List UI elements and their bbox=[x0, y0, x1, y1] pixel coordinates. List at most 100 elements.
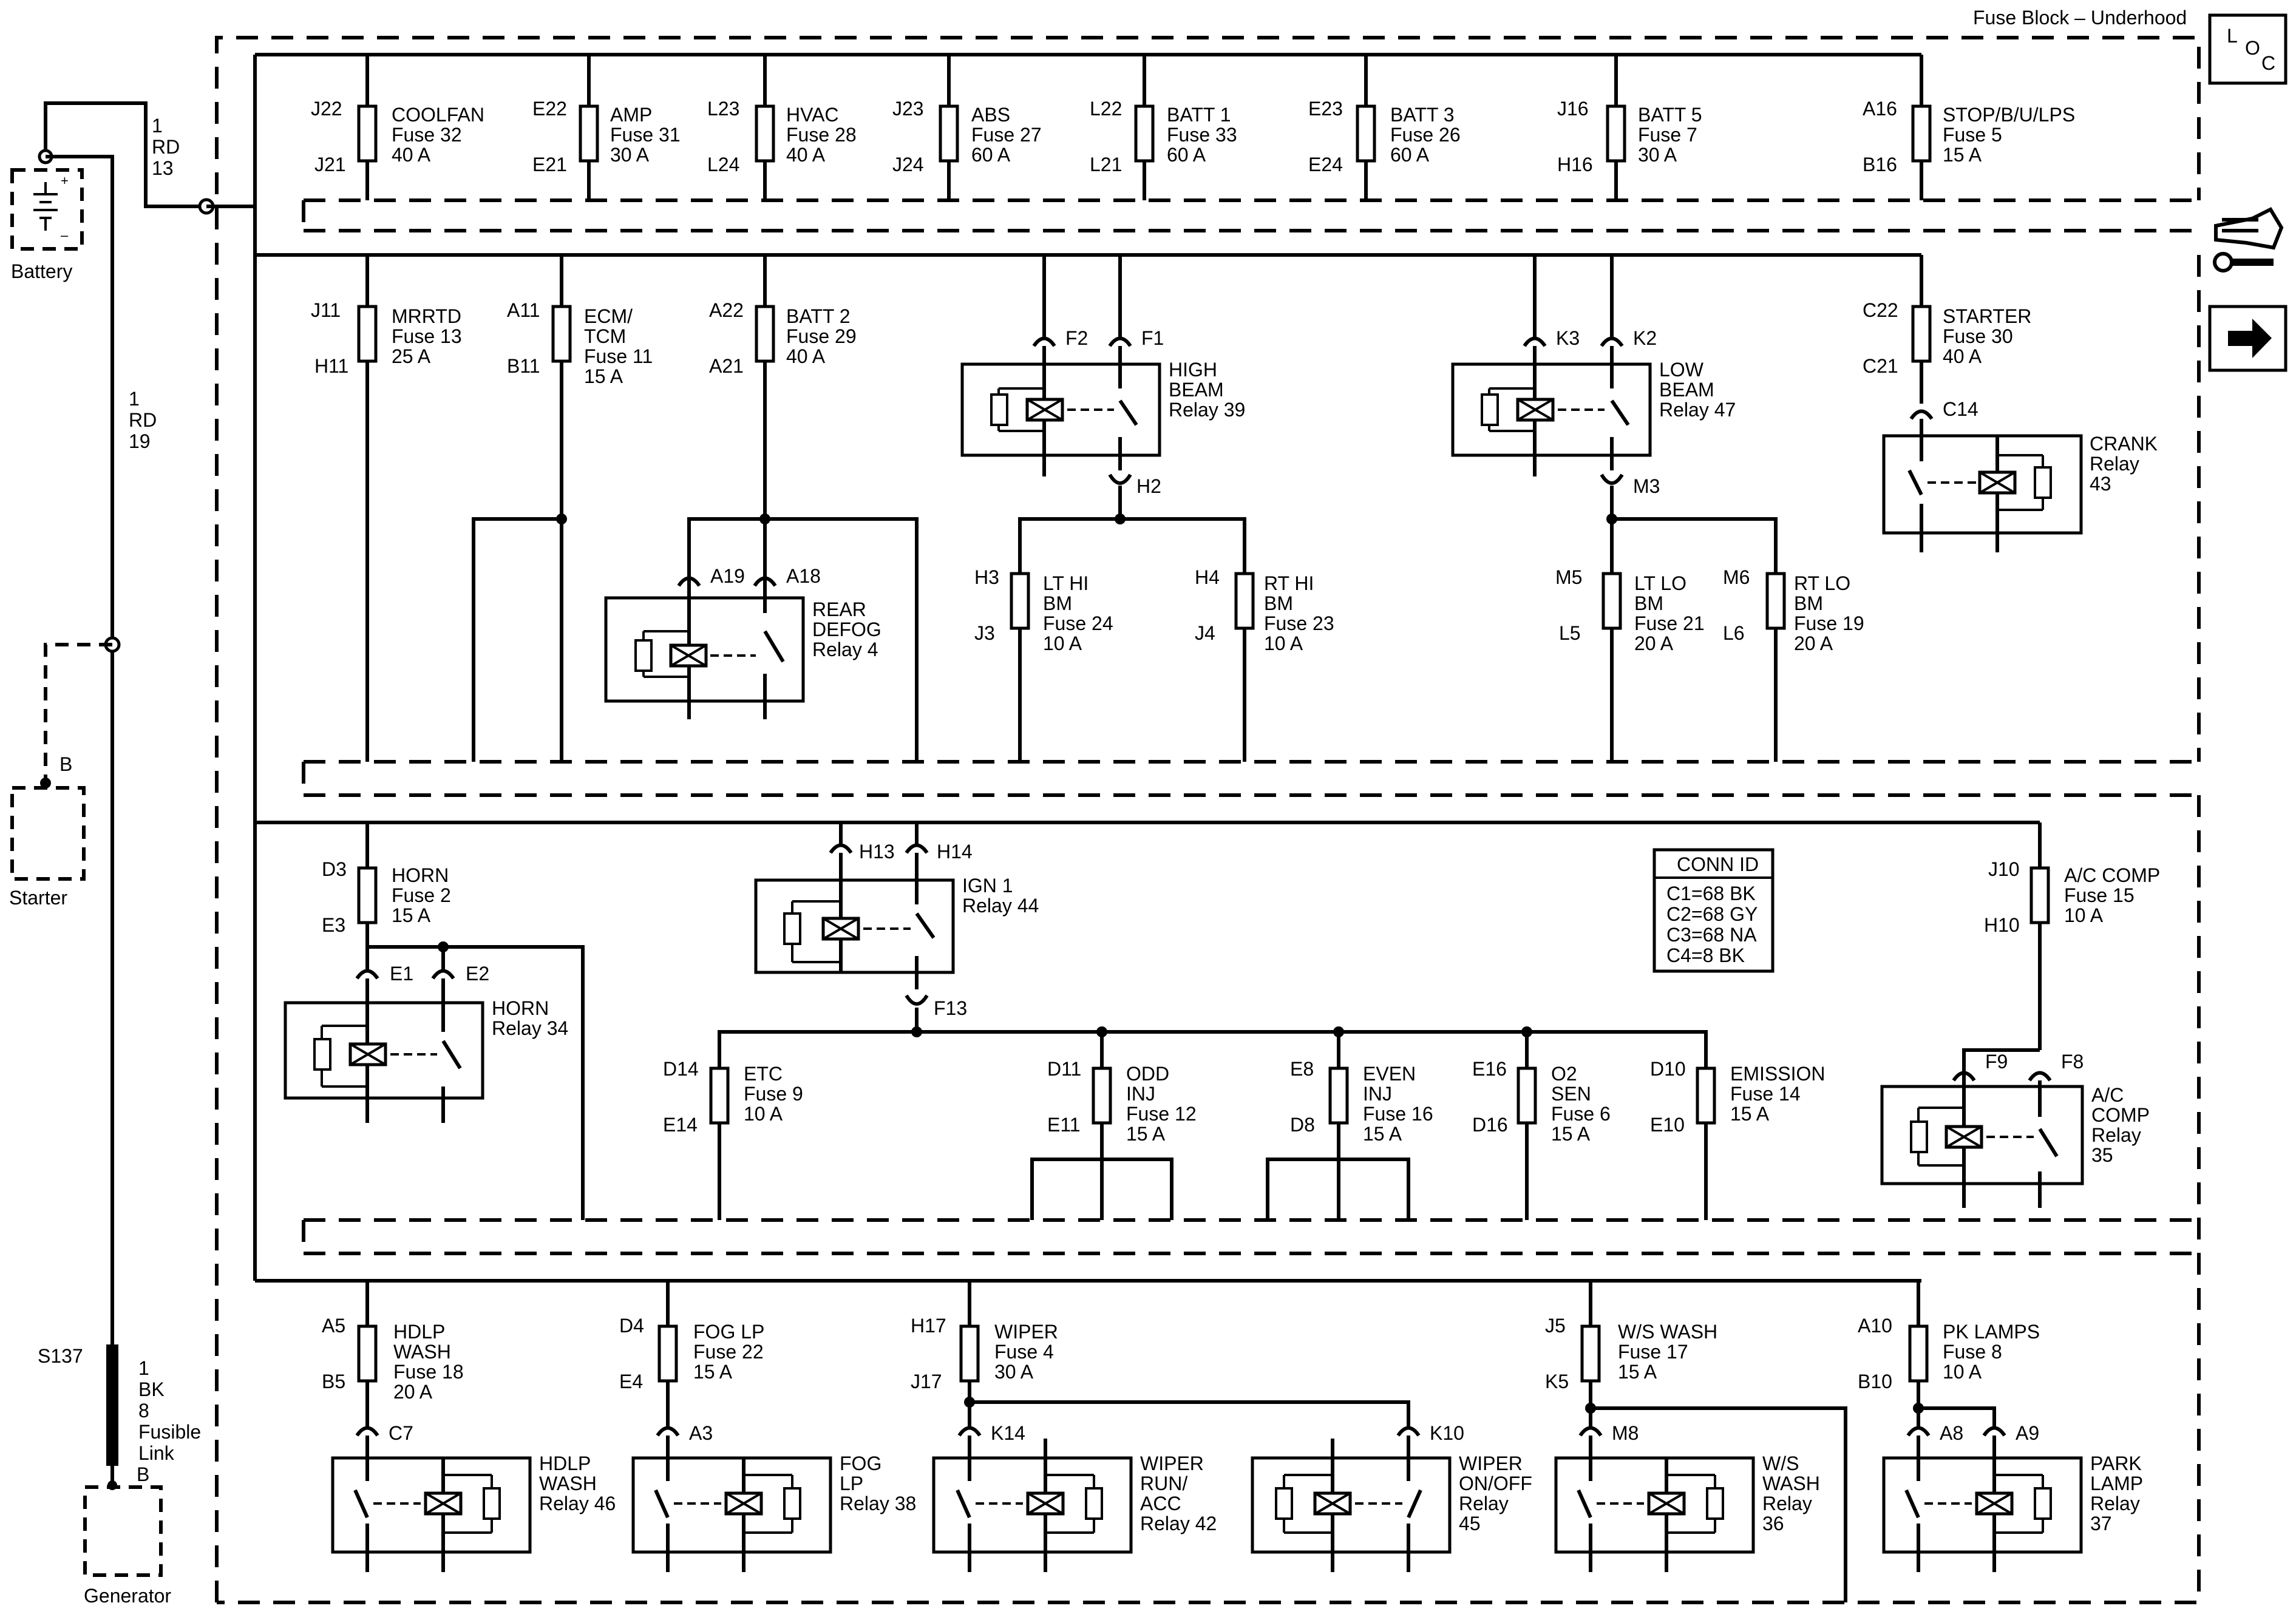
svg-text:O: O bbox=[2245, 37, 2260, 59]
diagram-label: M8 bbox=[1612, 1422, 1639, 1444]
relay-high-beam: F2 F1 H2 HIGH BEAM Relay 39 bbox=[960, 255, 1246, 762]
diagram-label: ON/OFF bbox=[1459, 1473, 1532, 1494]
fuse-odd-inj: D11 E11 ODD INJ Fuse 12 15 A bbox=[1030, 1026, 1197, 1220]
diagram-label: H13 bbox=[859, 841, 895, 863]
diagram-label: Fuse 13 bbox=[392, 325, 462, 347]
diagram-label: H14 bbox=[937, 841, 973, 863]
diagram-label: CRANK bbox=[2090, 433, 2158, 455]
diagram-label: K3 bbox=[1556, 327, 1580, 349]
diagram-label: A21 bbox=[709, 355, 744, 377]
diagram-label: Fuse 2 bbox=[392, 884, 451, 906]
fuse-horn: D3 E3 HORN Fuse 2 15 A bbox=[322, 822, 451, 971]
diagram-label: J11 bbox=[311, 299, 341, 321]
diagram-label: L5 bbox=[1559, 622, 1581, 644]
diagram-label: 60 A bbox=[971, 144, 1011, 166]
diagram-label: Relay 44 bbox=[962, 895, 1039, 917]
diagram-label: A19 bbox=[710, 565, 745, 587]
splice-label: S137 bbox=[38, 1345, 83, 1367]
fuse-ecm-tcm: A11 B11 ECM/ TCM Fuse 11 15 A bbox=[472, 255, 653, 762]
generator-label: Generator bbox=[84, 1585, 171, 1607]
diagram-label: Fuse 12 bbox=[1126, 1103, 1197, 1125]
diagram-label: A8 bbox=[1940, 1422, 1963, 1444]
diagram-label: L23 bbox=[707, 98, 739, 120]
link-type: Fusible bbox=[138, 1421, 201, 1443]
diagram-label: D3 bbox=[322, 858, 347, 880]
diagram-label: 30 A bbox=[1638, 144, 1677, 166]
diagram-label: 15 A bbox=[1943, 144, 1982, 166]
diagram-label: 10 A bbox=[1943, 1361, 1982, 1383]
diagram-label: 20 A bbox=[1794, 632, 1833, 654]
loc-icon[interactable]: L O C bbox=[2208, 13, 2288, 85]
starter-label: Starter bbox=[9, 887, 67, 909]
battery: + – Battery 1 RD 13 1 RD 19 bbox=[10, 101, 215, 1344]
fuse-starter: C22 C21 STARTER Fuse 30 40 A bbox=[1863, 255, 2031, 404]
diagram-label: A5 bbox=[322, 1315, 345, 1337]
fuse-amp: E22 E21 AMP Fuse 31 30 A bbox=[532, 55, 681, 200]
diagram-label: Fuse 26 bbox=[1390, 124, 1461, 146]
beam-fuses: H3 J3 LT HI BM Fuse 24 10 A H4 J4 RT HI … bbox=[974, 566, 1864, 654]
diagram-label: LOW bbox=[1659, 359, 1704, 381]
diagram-label: E24 bbox=[1308, 154, 1343, 175]
diagram-label: J5 bbox=[1545, 1315, 1566, 1337]
diagram-label: 15 A bbox=[1126, 1123, 1166, 1145]
diagram-label: A/C COMP bbox=[2064, 864, 2160, 886]
diagram-label: ECM/ bbox=[584, 305, 633, 327]
diagram-label: HVAC bbox=[786, 104, 839, 126]
fuse-stop-bu-lps: A16 B16 STOP/B/U/LPS Fuse 5 15 A bbox=[1863, 55, 2075, 200]
diagram-label: IGN 1 bbox=[962, 875, 1013, 897]
diagram-label: BM bbox=[1634, 592, 1663, 614]
diagram-label: ODD bbox=[1126, 1063, 1169, 1085]
link-color: BK bbox=[138, 1378, 165, 1400]
diagram-label: 35 bbox=[2091, 1144, 2113, 1166]
link-type-2: Link bbox=[138, 1442, 175, 1464]
diagram-label: COMP bbox=[2091, 1104, 2150, 1126]
diagram-label: 36 bbox=[1762, 1513, 1784, 1534]
fuse-etc: D14 E14 ETC Fuse 9 10 A bbox=[663, 1058, 803, 1136]
diagram-label: RT HI bbox=[1264, 572, 1314, 594]
right-arrow-icon[interactable] bbox=[2208, 305, 2288, 372]
diagram-label: J22 bbox=[311, 98, 342, 120]
diagram-label: BATT 2 bbox=[786, 305, 851, 327]
svg-text:C: C bbox=[2261, 52, 2275, 74]
diagram-label: BM bbox=[1794, 592, 1823, 614]
diagram-label: 15 A bbox=[693, 1361, 733, 1383]
relay-crank: C14 CRANK Relay 43 bbox=[1882, 398, 2158, 552]
diagram-label: LAMP bbox=[2090, 1473, 2143, 1494]
diagram-label: PARK bbox=[2090, 1453, 2142, 1474]
diagram-label: TCM bbox=[584, 325, 626, 347]
diagram-label: FOG bbox=[840, 1453, 881, 1474]
diagram-label: C14 bbox=[1943, 398, 1978, 420]
diagram-label: Fuse 9 bbox=[744, 1083, 803, 1105]
battery-wire-color: RD bbox=[152, 136, 180, 158]
diagram-label: 20 A bbox=[1634, 632, 1674, 654]
conn-id-title: CONN ID bbox=[1677, 853, 1759, 875]
fuse-ws-wash: J5 K5 W/S WASH Fuse 17 15 A bbox=[1545, 1281, 1847, 1602]
diagram-label: WASH bbox=[393, 1341, 451, 1363]
diagram-label: HORN bbox=[392, 864, 449, 886]
diagram-label: H17 bbox=[911, 1315, 946, 1337]
diagram-label: E3 bbox=[322, 914, 345, 936]
svg-text:–: – bbox=[61, 228, 69, 243]
connector-wrench-icon[interactable] bbox=[2213, 207, 2284, 273]
fuse-batt-3: E23 E24 BATT 3 Fuse 26 60 A bbox=[1308, 55, 1461, 200]
diagram-label: L24 bbox=[707, 154, 739, 175]
fuse-abs: J23 J24 ABS Fuse 27 60 A bbox=[892, 55, 1042, 200]
diagram-label: 15 A bbox=[1730, 1103, 1770, 1125]
fuse-lt-lo-bm: M5 L5 LT LO BM Fuse 21 20 A bbox=[1555, 566, 1705, 654]
diagram-label: STARTER bbox=[1943, 305, 2031, 327]
diagram-label: L21 bbox=[1090, 154, 1122, 175]
diagram-label: H10 bbox=[1984, 914, 2020, 936]
conn-id-table: CONN ID C1=68 BK C2=68 GY C3=68 NA C4=8 … bbox=[1652, 848, 1775, 973]
diagram-label: WIPER bbox=[1140, 1453, 1204, 1474]
diagram-label: H4 bbox=[1195, 566, 1220, 588]
fuse-rt-lo-bm: M6 L6 RT LO BM Fuse 19 20 A bbox=[1723, 566, 1864, 654]
diagram-label: Fuse 15 bbox=[2064, 884, 2135, 906]
diagram-label: W/S bbox=[1762, 1453, 1799, 1474]
diagram-label: 20 A bbox=[393, 1381, 433, 1403]
feed-wire-circuit: 19 bbox=[129, 430, 151, 452]
diagram-title: Fuse Block – Underhood bbox=[1973, 7, 2187, 29]
diagram-label: Fuse 14 bbox=[1730, 1083, 1801, 1105]
conn-id-row: C4=8 BK bbox=[1666, 944, 1745, 966]
diagram-label: Relay 46 bbox=[539, 1493, 616, 1514]
diagram-label: 60 A bbox=[1390, 144, 1430, 166]
